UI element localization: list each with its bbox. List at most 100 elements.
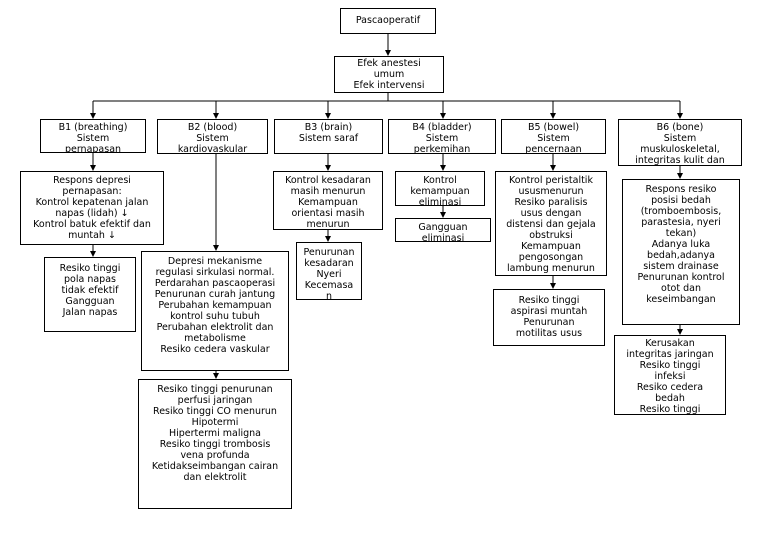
b2-detail-node: Depresi mekanisme regulasi sirkulasi nor…	[141, 251, 289, 371]
b3-detail-line-3: Kemampuan	[298, 197, 358, 208]
system-b4-line-1: B4 (bladder)	[412, 122, 472, 133]
b2-problem-line-2: perfusi jaringan	[177, 395, 253, 406]
b6-problem-line-7: Resiko tinggi	[639, 404, 701, 415]
b2-problem-line-5: Hipertermi maligna	[168, 428, 261, 439]
b3-detail-line-1: Kontrol kesadaran	[285, 175, 371, 186]
b2-problem-line-7: vena profunda	[180, 450, 250, 461]
system-b5-line-3: pencernaan	[525, 144, 582, 154]
b6-detail-line-2: posisi bedah	[651, 195, 711, 206]
system-b4-node: B4 (bladder) Sistem perkemihan	[388, 119, 496, 154]
b6-detail-line-3: (tromboembosis,	[640, 206, 722, 217]
b2-detail-line-1: Depresi mekanisme	[167, 256, 263, 267]
b2-problem-line-6: Resiko tinggi trombosis	[159, 439, 271, 450]
b1-problem-line-5: Jalan napas	[62, 307, 118, 318]
system-b2-node: B2 (blood) Sistem kardiovaskular	[157, 119, 268, 154]
b5-problem-line-1: Resiko tinggi	[518, 295, 580, 306]
b2-detail-line-2: regulasi sirkulasi normal.	[155, 267, 275, 278]
b1-problem-node: Resiko tinggi pola napas tidak efektif G…	[44, 257, 136, 332]
b6-detail-line-9: Penurunan kontrol	[637, 272, 725, 283]
b2-detail-line-8: metabolisme	[184, 333, 246, 344]
b2-detail-line-9: Resiko cedera vaskular	[160, 344, 270, 355]
b6-detail-line-8: sistem drainase	[643, 261, 719, 272]
b3-problem-line-5: n	[325, 291, 333, 300]
system-b5-line-1: B5 (bowel)	[527, 122, 580, 133]
b6-detail-line-1: Respons resiko	[645, 184, 717, 195]
b5-detail-node: Kontrol peristaltik ususmenurun Resiko p…	[495, 171, 607, 276]
b3-detail-node: Kontrol kesadaran masih menurun Kemampua…	[273, 171, 383, 230]
b6-detail-line-7: bedah,adanya	[647, 250, 715, 261]
b3-problem-line-4: Kecemasa	[304, 280, 354, 291]
b1-problem-line-2: pola napas	[64, 274, 116, 285]
b6-detail-line-11: keseimbangan	[646, 294, 716, 305]
b3-problem-line-3: Nyeri	[316, 269, 342, 280]
b5-detail-line-8: pengosongan	[518, 252, 584, 263]
b1-detail-node: Respons depresi pernapasan: Kontrol kepa…	[20, 171, 164, 245]
root-label: Pascaoperatif	[355, 15, 421, 26]
b5-problem-line-4: motilitas usus	[515, 328, 583, 339]
b3-problem-node: Penurunan kesadaran Nyeri Kecemasa n	[296, 242, 362, 300]
b2-detail-line-4: Penurunan curah jantung	[154, 289, 276, 300]
system-b5-node: B5 (bowel) Sistem pencernaan	[501, 119, 606, 154]
system-b6-node: B6 (bone) Sistem muskuloskeletal, integr…	[618, 119, 742, 166]
b6-problem-node: Kerusakan integritas jaringan Resiko tin…	[614, 335, 726, 415]
b1-detail-line-3: Kontrol kepatenan jalan	[35, 197, 149, 208]
b5-detail-line-7: Kemampuan	[521, 241, 581, 252]
b2-detail-line-6: kontrol suhu tubuh	[170, 311, 260, 322]
system-b1-line-1: B1 (breathing)	[58, 122, 128, 133]
b1-detail-line-2: pernapasan:	[62, 186, 122, 197]
b4-problem-node: Gangguan eliminasi	[395, 218, 491, 242]
b2-detail-line-3: Perdarahan pascaoperasi	[154, 278, 276, 289]
b4-problem-line-1: Gangguan	[418, 222, 468, 233]
effects-line-3: Efek intervensi	[353, 80, 425, 91]
b1-detail-line-5: Kontrol batuk efektif dan	[33, 219, 151, 230]
b2-problem-line-8: Ketidakseimbangan cairan	[151, 461, 279, 472]
system-b6-line-4: integritas kulit dan	[635, 155, 725, 166]
b4-detail-line-2: kemampuan	[410, 186, 470, 197]
b3-problem-line-2: kesadaran	[304, 258, 354, 269]
system-b1-line-2: Sistem	[76, 133, 110, 144]
b2-problem-node: Resiko tinggi penurunan perfusi jaringan…	[138, 379, 292, 509]
b2-detail-line-5: Perubahan kemampuan	[158, 300, 272, 311]
b6-detail-line-6: Adanya luka	[651, 239, 711, 250]
b6-problem-line-2: integritas jaringan	[626, 349, 714, 360]
b2-detail-line-7: Perubahan elektrolit dan	[156, 322, 274, 333]
b5-detail-line-2: ususmenurun	[518, 186, 584, 197]
system-b6-line-1: B6 (bone)	[656, 122, 704, 133]
b5-detail-line-1: Kontrol peristaltik	[509, 175, 593, 186]
b5-detail-line-5: distensi dan gejala	[506, 219, 596, 230]
b2-problem-line-9: dan elektrolit	[183, 472, 247, 483]
b6-problem-line-4: infeksi	[654, 371, 686, 382]
b6-detail-node: Respons resiko posisi bedah (tromboembos…	[622, 179, 740, 325]
b6-problem-line-3: Resiko tinggi	[639, 360, 701, 371]
b4-problem-line-2: eliminasi	[421, 233, 465, 242]
system-b6-line-3: muskuloskeletal,	[640, 144, 720, 155]
b2-problem-line-4: Hipotermi	[191, 417, 239, 428]
b3-detail-line-2: masih menurun	[290, 186, 366, 197]
b5-detail-line-3: Resiko paralisis	[514, 197, 588, 208]
b1-problem-line-3: tidak efektif	[61, 285, 119, 296]
system-b2-line-2: Sistem	[196, 133, 229, 144]
b6-problem-line-1: Kerusakan	[645, 338, 695, 349]
effects-line-1: Efek anestesi	[357, 58, 421, 69]
b1-detail-line-4: napas (lidah) ↓	[55, 208, 129, 219]
system-b3-line-2: Sistem saraf	[298, 133, 359, 144]
b6-problem-line-5: Resiko cedera	[636, 382, 704, 393]
b1-problem-line-1: Resiko tinggi	[59, 263, 121, 274]
system-b1-node: B1 (breathing) Sistem pernapasan	[40, 119, 146, 153]
b5-problem-line-2: aspirasi muntah	[510, 306, 588, 317]
b1-problem-line-4: Gangguan	[65, 296, 115, 307]
b2-problem-line-1: Resiko tinggi penurunan	[157, 384, 273, 395]
system-b5-line-2: Sistem	[537, 133, 570, 144]
b6-detail-line-4: parastesia, nyeri	[641, 217, 721, 228]
b1-detail-line-1: Respons depresi	[53, 175, 131, 186]
system-b3-line-1: B3 (brain)	[304, 122, 353, 133]
b3-detail-line-4: orientasi masih	[291, 208, 365, 219]
b5-problem-node: Resiko tinggi aspirasi muntah Penurunan …	[493, 289, 605, 346]
b2-problem-line-3: Resiko tinggi CO menurun	[153, 406, 277, 417]
system-b4-line-3: perkemihan	[413, 144, 471, 154]
b5-problem-line-3: Penurunan	[523, 317, 575, 328]
system-b6-line-2: Sistem	[663, 133, 697, 144]
b6-problem-line-6: bedah	[655, 393, 685, 404]
system-b2-line-1: B2 (blood)	[187, 122, 238, 133]
